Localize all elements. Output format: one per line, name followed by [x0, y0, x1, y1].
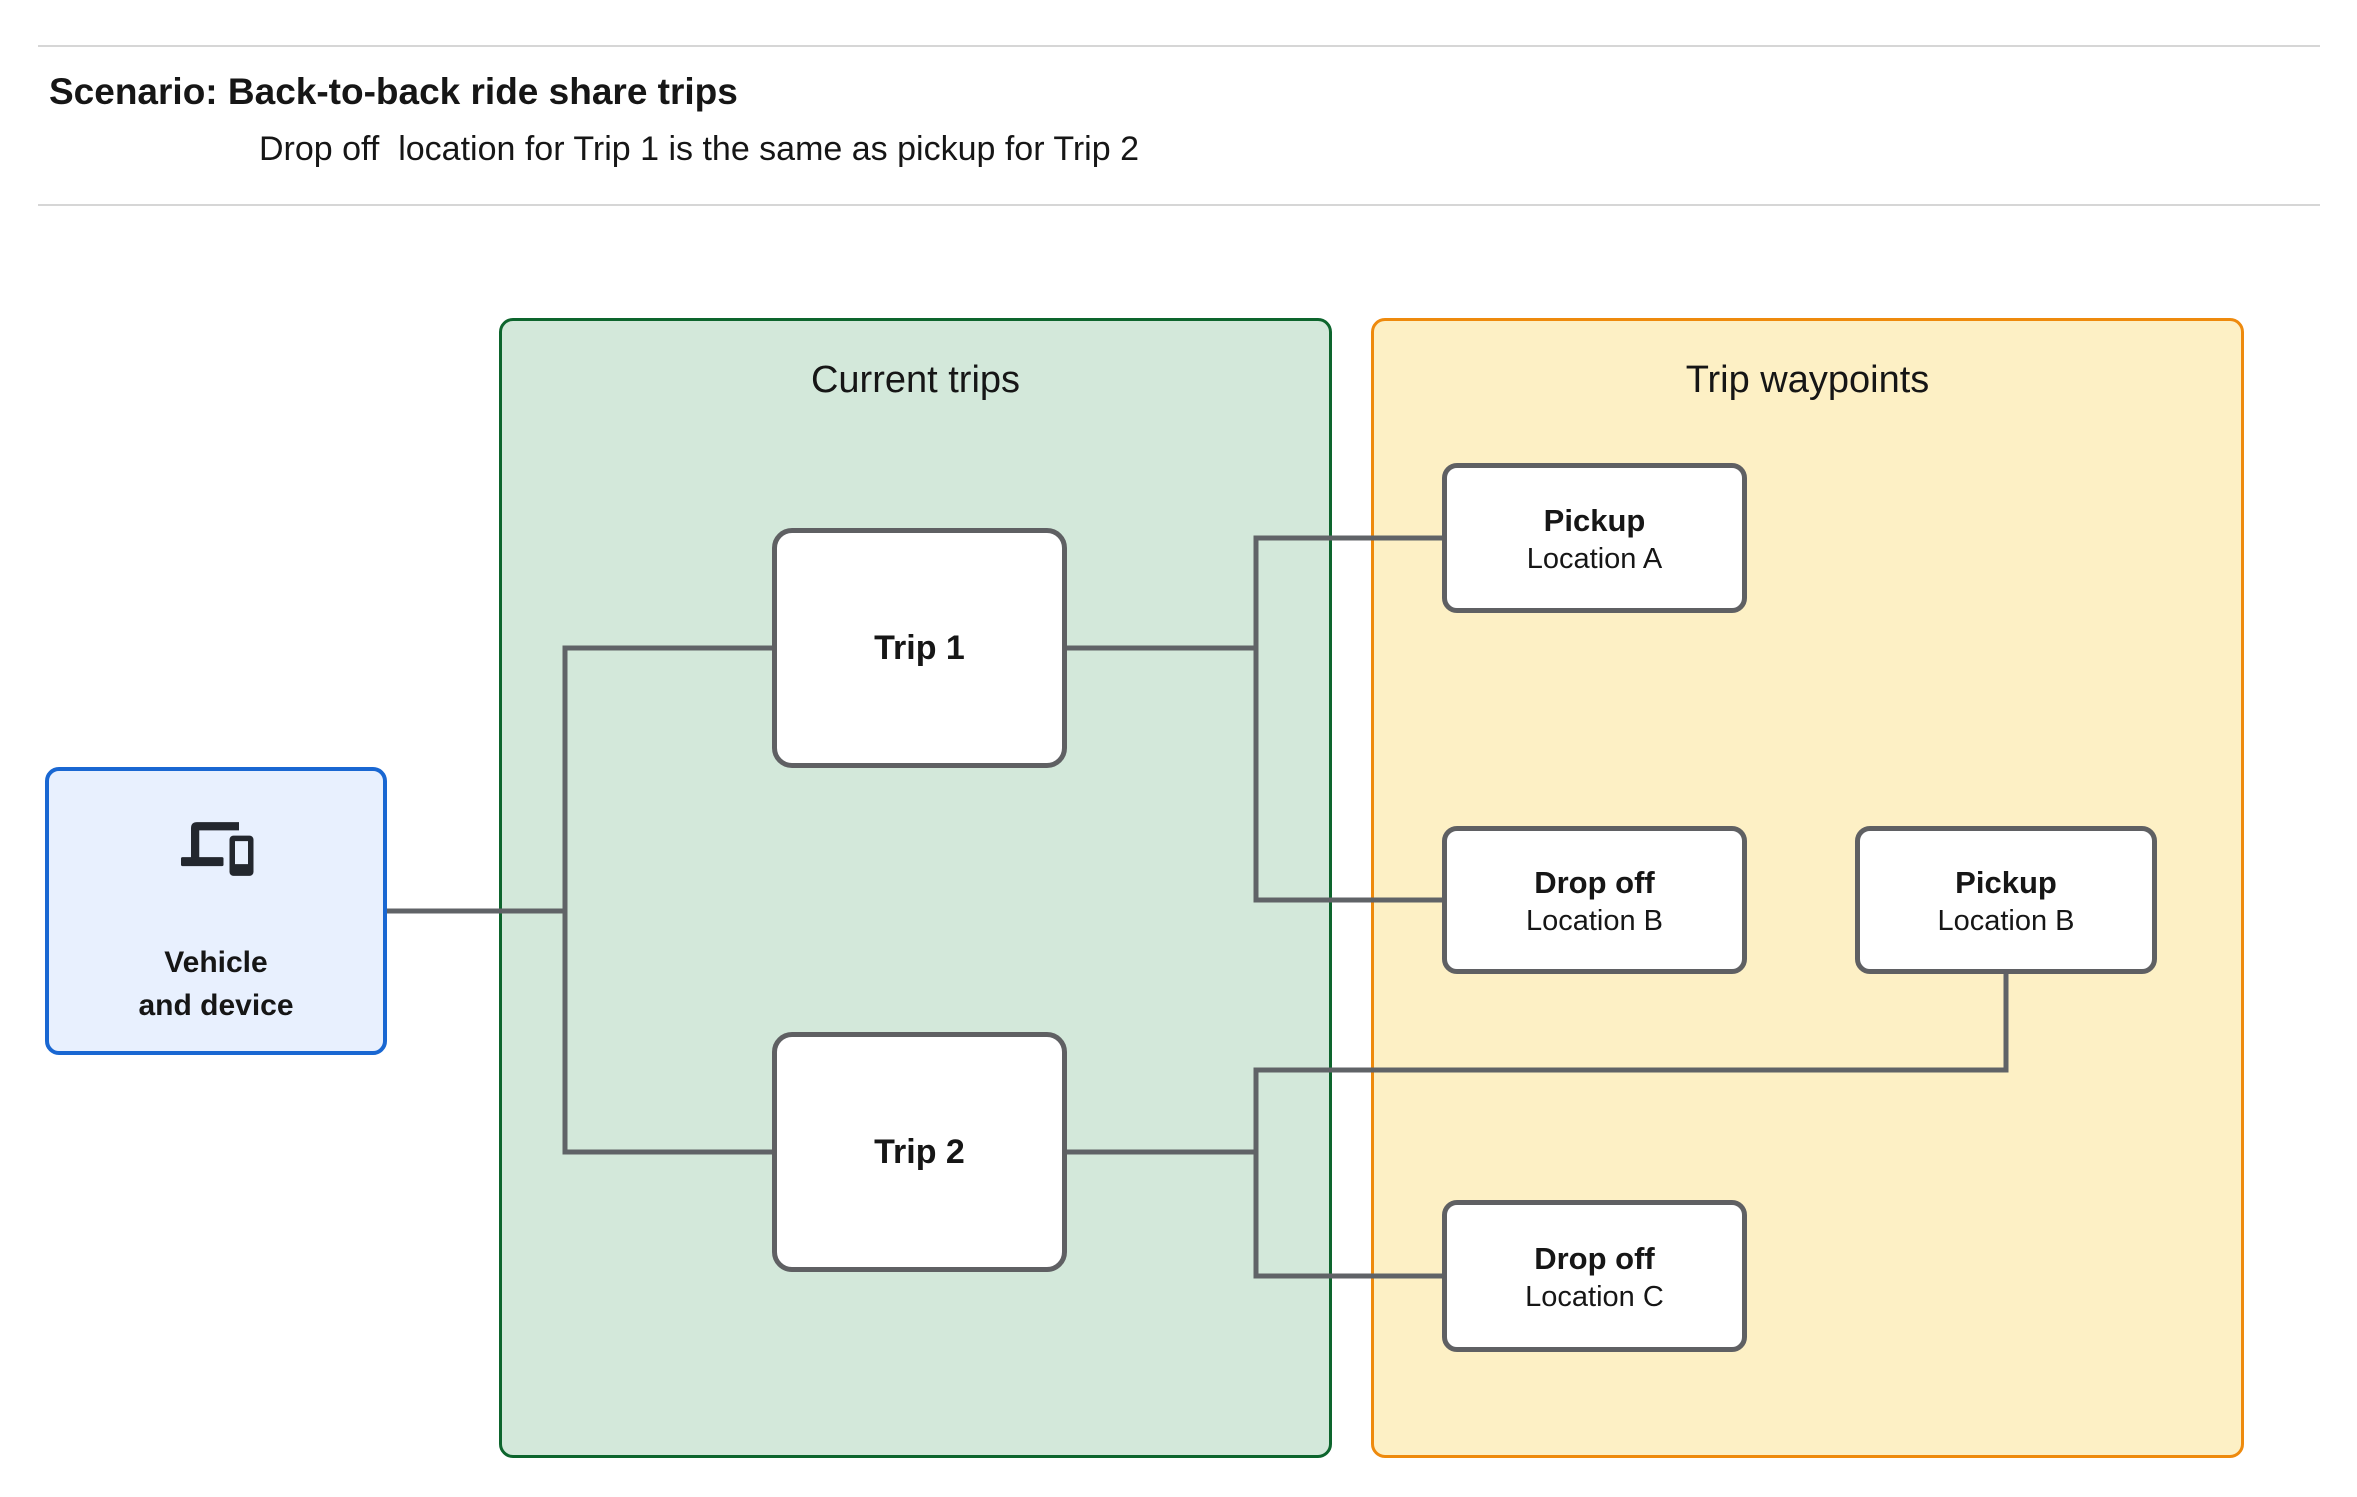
waypoint-location: Location C [1525, 1280, 1664, 1313]
page-title: Scenario: Back-to-back ride share trips [49, 71, 738, 112]
waypoint-dropoff-location-c: Drop off Location C [1442, 1200, 1747, 1352]
top-divider [38, 45, 2320, 47]
header-divider [38, 204, 2320, 206]
vehicle-label-line2: and device [138, 989, 294, 1022]
trip-1-node: Trip 1 [772, 528, 1067, 768]
waypoint-location: Location A [1526, 542, 1663, 575]
current-trips-panel-title: Current trips [810, 359, 1021, 401]
waypoint-location: Location B [1525, 904, 1664, 937]
waypoint-type: Pickup [1543, 502, 1646, 538]
waypoint-dropoff-location-b: Drop off Location B [1442, 826, 1747, 974]
waypoint-type: Drop off [1534, 864, 1655, 900]
waypoint-location: Location B [1937, 904, 2075, 937]
waypoint-type: Drop off [1534, 1240, 1655, 1276]
trip-2-label: Trip 2 [874, 1132, 965, 1171]
page-subtitle: Drop off location for Trip 1 is the same… [259, 130, 1139, 168]
waypoint-pickup-location-a: Pickup Location A [1442, 463, 1747, 613]
vehicle-and-device-node: Vehicle and device [45, 767, 387, 1055]
vehicle-node-label: Vehicle and device [138, 941, 293, 1027]
current-trips-panel: Current trips [499, 318, 1332, 1458]
devices-icon [180, 822, 253, 876]
trip-waypoints-panel-title: Trip waypoints [1685, 359, 1930, 401]
vehicle-label-line1: Vehicle [164, 946, 268, 979]
trip-2-node: Trip 2 [772, 1032, 1067, 1272]
trip-1-label: Trip 1 [874, 628, 965, 667]
waypoint-pickup-location-b: Pickup Location B [1855, 826, 2157, 974]
waypoint-type: Pickup [1955, 864, 2057, 900]
